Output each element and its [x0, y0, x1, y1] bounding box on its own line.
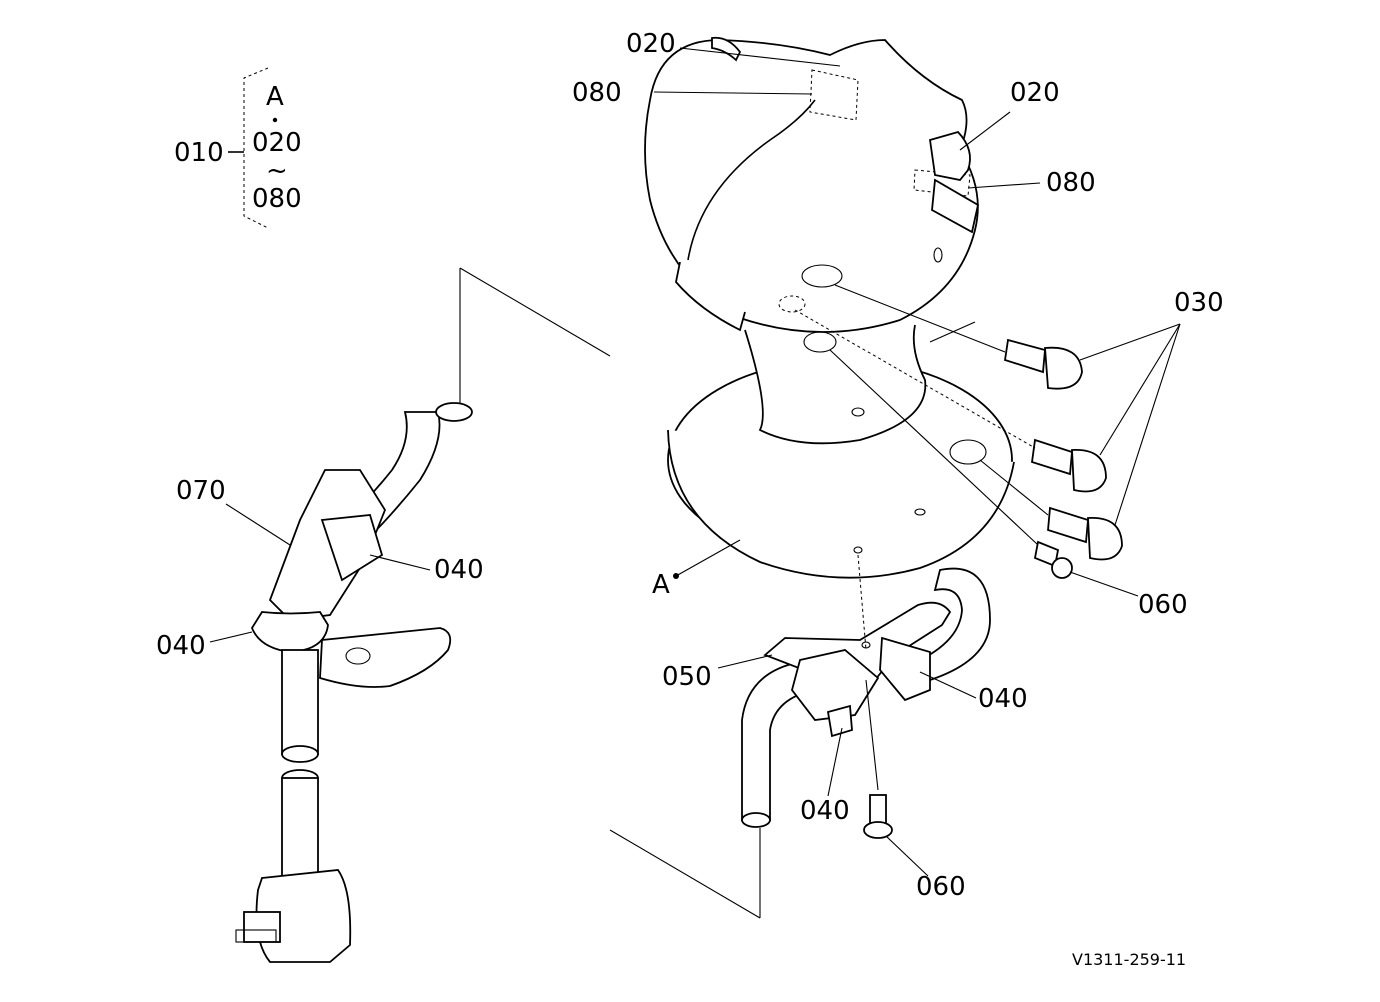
callout-080-right: 080	[1046, 168, 1096, 198]
right-pipe-assembly	[741, 567, 991, 828]
housing-casing	[644, 36, 1015, 579]
screws-060	[863, 540, 1073, 839]
callout-080-top: 080	[572, 78, 622, 108]
callout-030: 030	[1174, 288, 1224, 318]
callout-050: 050	[662, 662, 712, 692]
callout-070: 070	[176, 476, 226, 506]
callout-040-bottom: 040	[800, 796, 850, 826]
drawing-number: V1311-259-11	[1072, 950, 1187, 969]
callout-060-mid: 060	[1138, 590, 1188, 620]
connection-lines	[459, 267, 1049, 919]
callout-060-bottom: 060	[916, 872, 966, 902]
legend-assembly: 010	[174, 138, 224, 168]
callout-040-left: 040	[156, 631, 206, 661]
legend-ref-to: 080	[252, 184, 302, 214]
screws-030	[1003, 338, 1123, 561]
callout-020-right: 020	[1010, 78, 1060, 108]
legend-tilde: ~	[266, 156, 288, 186]
label-leaders	[209, 47, 1181, 877]
callout-020-top: 020	[626, 29, 676, 59]
legend-bracket	[228, 67, 278, 229]
legend-ref-a: A	[266, 82, 284, 112]
callout-040-upper: 040	[434, 555, 484, 585]
callout-040-right: 040	[978, 684, 1028, 714]
left-pipe-assembly	[235, 402, 473, 963]
legend-ref-from: 020	[252, 128, 302, 158]
callout-point-a: A	[652, 570, 670, 600]
